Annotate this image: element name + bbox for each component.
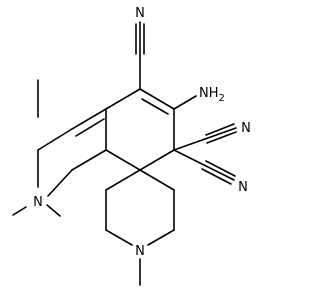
amine-n: N	[199, 86, 209, 101]
bond-c4a-c5	[105, 88, 141, 110]
bond-c5-c6-outer	[139, 88, 175, 110]
atom-nitrile-right-lower: N	[238, 180, 248, 195]
bond-pip-left-n	[105, 229, 133, 246]
atom-labels: N N N N N NH2	[33, 6, 251, 259]
amine-h: H	[209, 86, 219, 101]
atom-n-piperidine: N	[135, 244, 145, 259]
atom-amine: NH2	[199, 86, 225, 104]
triple-lower-2	[205, 160, 236, 177]
bond-c6-nh2	[173, 95, 197, 110]
bond-spiro-left	[105, 169, 141, 191]
bond-c7-c8	[139, 149, 175, 171]
bond-c8a-ch2	[71, 149, 107, 171]
triple-lower-3	[201, 168, 232, 185]
bonds	[12, 21, 237, 286]
bond-pip-right-n	[147, 229, 175, 246]
triple-upper-1	[204, 127, 237, 140]
atom-n-ring: N	[33, 195, 43, 210]
bond-n-ring-ch2	[46, 204, 61, 217]
atom-nitrile-right-upper: N	[241, 121, 251, 136]
bond-spiro-right	[139, 169, 175, 191]
bond-c8-c8a	[105, 149, 141, 171]
bond-ch2-ring-2	[37, 128, 73, 151]
bond-c5-c6-inner	[141, 98, 169, 115]
amine-subscript: 2	[219, 93, 225, 104]
bond-c7-cn-lower	[173, 149, 205, 166]
bond-ring-double-inner	[75, 118, 105, 137]
triple-upper-3	[206, 131, 237, 144]
bond-ring-double-outer	[71, 108, 107, 130]
triple-lower-1	[203, 164, 235, 181]
bond-c7-cn-upper	[173, 138, 206, 151]
chemical-structure-diagram: N N N N N NH2	[12, 6, 251, 286]
atom-nitrile-top: N	[135, 6, 145, 21]
bond-n-ring-methyl	[12, 206, 27, 216]
bond-ch2-n	[47, 169, 73, 197]
triple-upper-2	[205, 123, 235, 136]
